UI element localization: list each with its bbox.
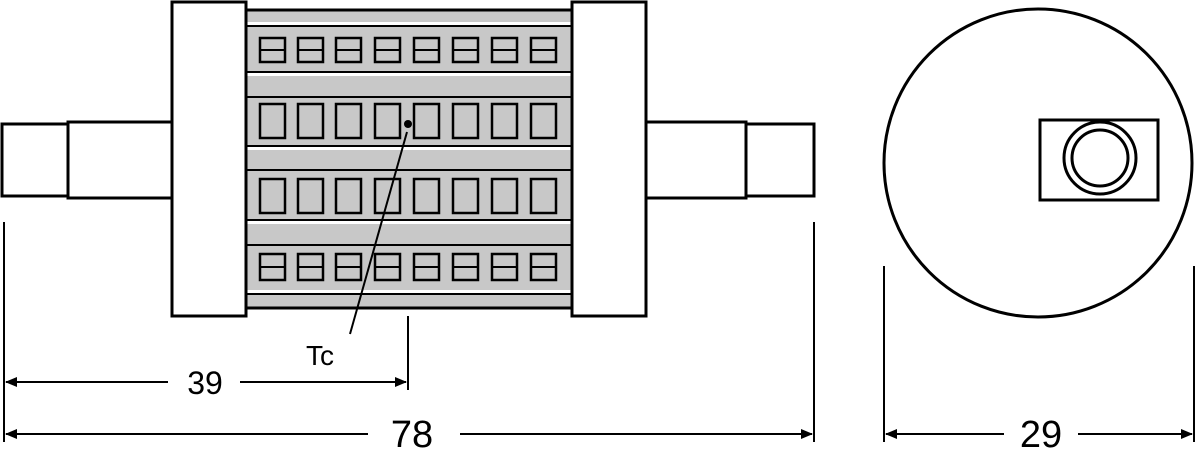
left-end-cap [170,0,248,318]
tc-measure-point [404,120,412,128]
led-chip [258,102,287,140]
led-chip [334,177,363,215]
lamp-end-view [882,7,1194,319]
right-end-cap [570,0,648,318]
led-chip [373,102,402,140]
dim-29-label: 29 [1020,414,1062,450]
led-chip [258,177,287,215]
dim-39-label: 39 [187,365,223,401]
led-chip [296,177,325,215]
led-chip [412,102,441,140]
led-chip [490,102,519,140]
led-chip [412,177,441,215]
tube-bands [246,22,572,295]
led-chip [451,102,480,140]
left-pin [0,122,70,198]
led-grid [258,36,558,282]
tube-body [244,8,574,310]
end-view-pin-inner [1070,128,1130,188]
tc-label: Tc [306,340,334,371]
dim-78-label: 78 [391,414,433,450]
led-chip [296,102,325,140]
side-view-dimensions: 39 78 [3,222,815,450]
right-neck [644,120,748,200]
led-chip [334,102,363,140]
end-view-outline [882,7,1194,319]
right-pin [744,122,816,198]
end-view-dimensions: 29 [883,266,1195,450]
left-neck [66,120,174,200]
led-chip [490,177,519,215]
led-chip [529,102,558,140]
led-chip [529,177,558,215]
led-chip [373,177,402,215]
tc-leader-line [349,131,408,335]
led-chip [451,177,480,215]
lamp-side-view: Tc [0,0,816,371]
